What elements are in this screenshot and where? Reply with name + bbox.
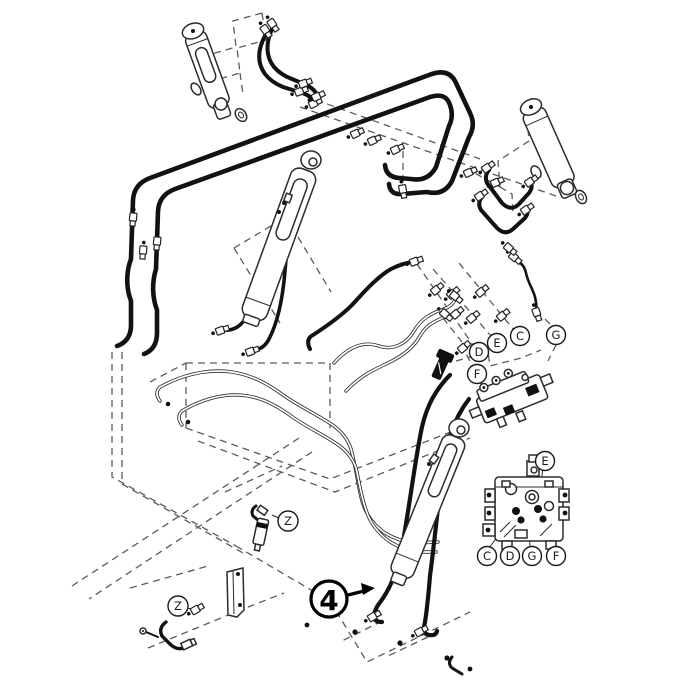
svg-text:D: D	[475, 345, 484, 359]
callout-port-e-detail: E	[534, 450, 556, 472]
callout-port-d-upper: D	[468, 341, 490, 363]
svg-text:E: E	[493, 336, 500, 350]
svg-text:4: 4	[319, 584, 338, 617]
svg-text:C: C	[483, 549, 491, 563]
callout-port-f-detail: F	[545, 545, 567, 567]
callout-grease-z-upper: Z	[277, 510, 299, 532]
lift-cylinder-top-right	[519, 98, 588, 205]
callout-grease-z-lower: Z	[167, 595, 189, 617]
callout-port-c-detail: C	[476, 545, 498, 567]
item-4-arrow	[347, 583, 375, 597]
callout-port-g-upper: G	[545, 324, 567, 346]
callout-port-e-upper: E	[486, 332, 508, 354]
lift-cylinder-top-left	[181, 22, 248, 123]
item-number-callout: 4	[309, 579, 349, 619]
callout-port-g-detail: G	[521, 545, 543, 567]
svg-text:Z: Z	[174, 599, 182, 613]
svg-text:C: C	[516, 329, 524, 343]
svg-text:D: D	[506, 549, 515, 563]
valve-port-detail-view	[482, 454, 570, 550]
svg-text:Z: Z	[284, 514, 292, 528]
tilt-cylinder-lower-right	[390, 418, 470, 587]
grease-fitting-lower-bracket	[139, 567, 245, 651]
callout-port-d-detail: D	[499, 545, 521, 567]
svg-text:F: F	[474, 367, 481, 381]
control-valve-assembly	[431, 348, 554, 429]
svg-text:G: G	[552, 328, 561, 342]
svg-text:G: G	[528, 549, 537, 563]
svg-text:F: F	[553, 549, 560, 563]
callout-port-c-upper: C	[509, 325, 531, 347]
callout-port-f-upper: F	[466, 363, 488, 385]
steel-tube-lines	[155, 298, 457, 554]
svg-text:E: E	[541, 454, 548, 468]
grease-fitting-upper	[250, 504, 270, 552]
tilt-cylinder-middle	[241, 150, 322, 328]
mounting-hardware-dots	[165, 401, 473, 672]
